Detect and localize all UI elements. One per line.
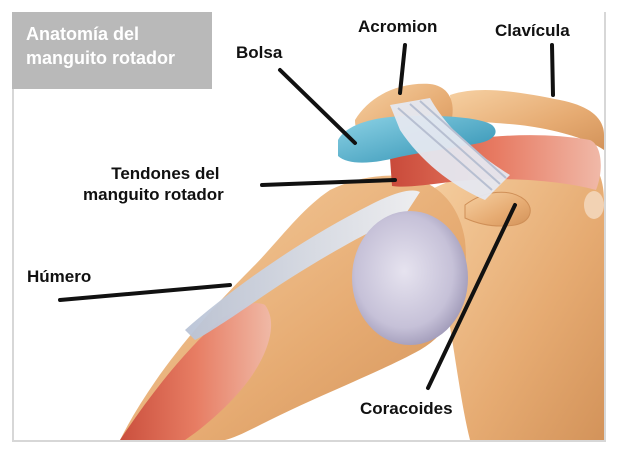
title-line-1: Anatomía del — [26, 22, 212, 46]
coracoid-label: Coracoides — [360, 398, 453, 419]
tendons-label: Tendones del manguito rotador — [107, 163, 224, 205]
humerus-label: Húmero — [27, 266, 91, 287]
clavicle-leader — [552, 45, 553, 95]
tendons-label-line-1: Tendones del — [107, 163, 224, 184]
tendons-label-line-2: manguito rotador — [83, 184, 224, 205]
bursa-label: Bolsa — [236, 42, 282, 63]
clavicle-label: Clavícula — [495, 20, 570, 41]
bursa-leader — [280, 70, 355, 143]
acromion-leader — [400, 45, 405, 93]
clavicle-end-shape — [584, 191, 604, 219]
humeral-head-shape — [352, 211, 468, 345]
humerus-leader — [60, 285, 230, 300]
title-line-2: manguito rotador — [26, 46, 212, 70]
diagram-title: Anatomía del manguito rotador — [12, 12, 212, 89]
acromion-label: Acromion — [358, 16, 437, 37]
